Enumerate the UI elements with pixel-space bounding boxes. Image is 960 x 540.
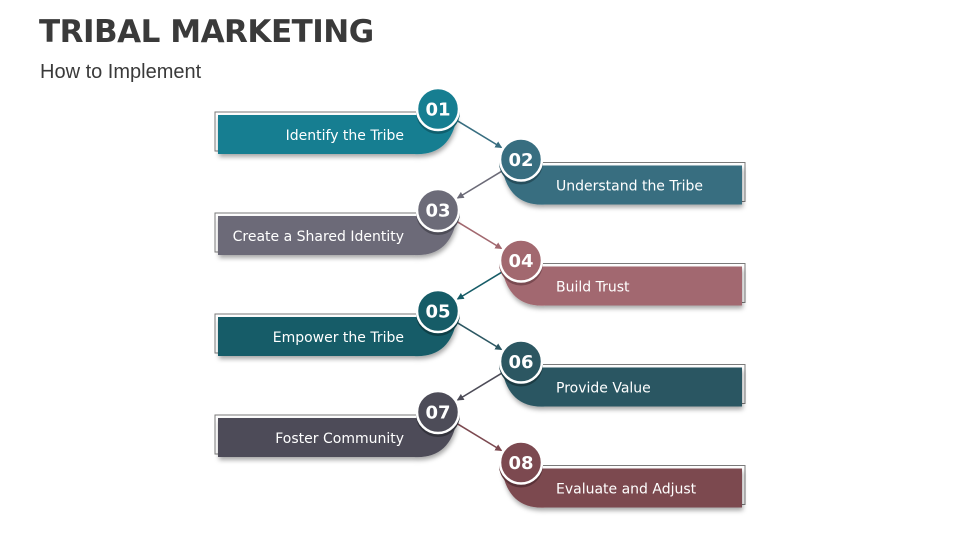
- step-number: 02: [508, 150, 533, 171]
- step-number: 08: [508, 453, 533, 474]
- step-label: Provide Value: [556, 381, 651, 397]
- step-number: 05: [425, 302, 450, 323]
- step-bar: [218, 415, 457, 458]
- step-label: Understand the Tribe: [556, 179, 703, 195]
- step-bar: [218, 112, 457, 155]
- step-number: 01: [425, 100, 450, 121]
- step-label: Create a Shared Identity: [233, 229, 404, 245]
- step-bar: [218, 213, 457, 256]
- step-number-badge: [415, 187, 461, 233]
- step-number-badge: [498, 440, 544, 485]
- page-subtitle: How to Implement: [40, 61, 202, 83]
- step-number: 06: [508, 352, 533, 373]
- step-number-badge: [415, 389, 461, 435]
- step-bar: [502, 264, 742, 306]
- connector-arrow: [456, 220, 503, 250]
- step-label: Build Trust: [556, 280, 630, 296]
- step-label: Evaluate and Adjust: [556, 482, 697, 498]
- connector-arrow: [456, 422, 503, 452]
- connector-group: [456, 119, 503, 452]
- step-bar: [502, 466, 742, 508]
- connector-arrow: [456, 321, 503, 351]
- step-number-badge: [498, 238, 544, 283]
- step-number: 07: [425, 403, 450, 424]
- step-number: 03: [425, 201, 450, 222]
- step-bar: [502, 365, 742, 407]
- step-bar: [502, 163, 742, 205]
- step-bar: [218, 314, 457, 357]
- step-number-badge: [498, 339, 544, 384]
- step-label: Empower the Tribe: [273, 330, 404, 346]
- connector-arrow: [456, 170, 503, 199]
- step-label: Foster Community: [275, 431, 404, 447]
- step-number-badge: [498, 137, 544, 182]
- step-number-badge: [415, 86, 461, 132]
- connector-arrow: [456, 372, 503, 401]
- step-label: Identify the Tribe: [286, 128, 404, 144]
- step-number-badge: [415, 288, 461, 334]
- step-number: 04: [508, 251, 533, 272]
- page-title: TRIBAL MARKETING: [39, 14, 374, 50]
- connector-arrow: [456, 271, 503, 300]
- connector-arrow: [456, 119, 503, 149]
